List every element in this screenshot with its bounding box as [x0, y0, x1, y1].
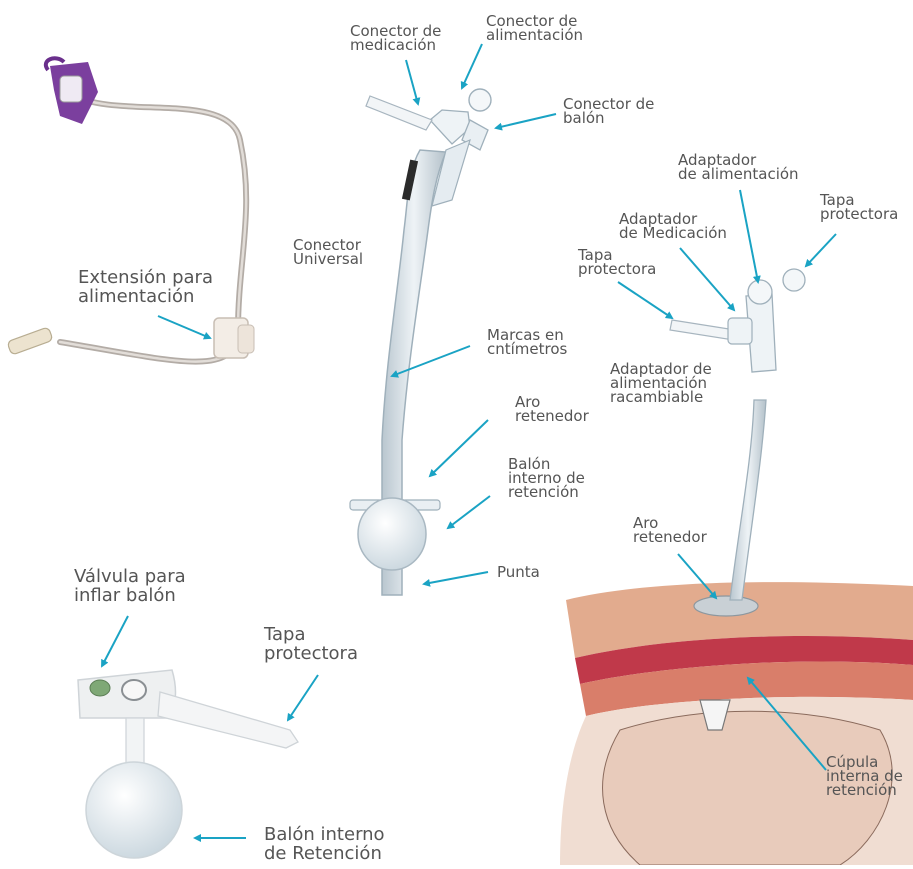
label-cap-left: Tapa protectora: [264, 625, 358, 663]
label-retainer-ring-right: Aro retenedor: [633, 516, 707, 544]
extension-set-illustration: [7, 58, 254, 361]
label-connector-universal: Conector Universal: [293, 238, 363, 266]
label-valve: Válvula para inflar balón: [74, 567, 186, 605]
label-retainer-ring-middle: Aro retenedor: [515, 395, 589, 423]
label-connector-medication: Conector de medicación: [350, 24, 441, 52]
end-connector-shape: [7, 327, 53, 355]
label-connector-balloon: Conector de balón: [563, 97, 654, 125]
gtube-illustration: [350, 44, 556, 595]
label-extension-feeding: Extensión para alimentación: [78, 268, 213, 306]
label-adapter-replaceable: Adaptador de alimentación racambiable: [610, 362, 712, 404]
label-adapter-medication: Adaptador de Medicación: [619, 212, 727, 240]
clamp-shape: [214, 318, 254, 358]
label-adapter-feeding: Adaptador de alimentación: [678, 153, 799, 181]
label-cap-right: Tapa protectora: [578, 248, 656, 276]
label-cm-marks: Marcas en cntímetros: [487, 328, 567, 356]
label-balloon-left: Balón interno de Retención: [264, 825, 385, 863]
label-tip: Punta: [497, 565, 540, 579]
label-connector-feeding: Conector de alimentación: [486, 14, 583, 42]
label-internal-dome: Cúpula interna de retención: [826, 755, 903, 797]
label-balloon-middle: Balón interno de retención: [508, 457, 585, 499]
label-cap-right-top: Tapa protectora: [820, 193, 898, 221]
purple-connector-shape: [46, 58, 98, 124]
